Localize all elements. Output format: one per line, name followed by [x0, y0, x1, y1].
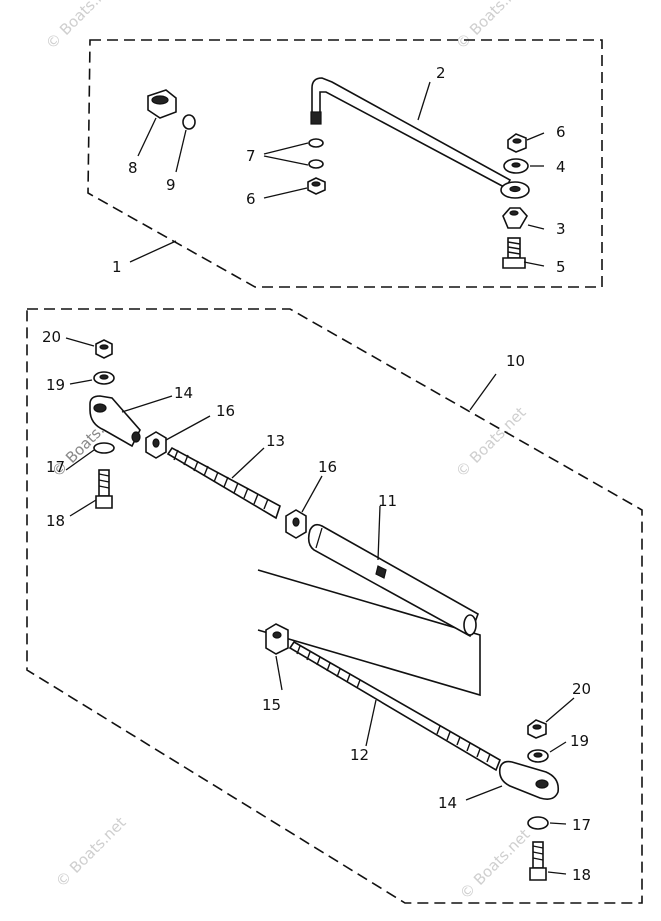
part-nut-20	[527, 719, 547, 739]
part-washer-19	[527, 749, 549, 763]
label-7: 7	[246, 147, 256, 165]
label-17: 17	[46, 458, 65, 476]
label-16: 16	[318, 458, 337, 476]
part-nut-6	[507, 133, 527, 153]
part-bolt-18	[95, 469, 113, 509]
part-tube-11	[307, 523, 479, 638]
label-16: 16	[216, 402, 235, 420]
part-collar-3	[502, 207, 528, 229]
watermark: © Boats.net	[452, 0, 530, 53]
part-washer-7	[308, 159, 324, 169]
label-1: 1	[112, 258, 122, 276]
label-18: 18	[46, 512, 65, 530]
inner-outline	[257, 569, 481, 697]
part-rod-2	[310, 77, 512, 190]
label-14: 14	[174, 384, 193, 402]
part-threaded-rod-13	[166, 446, 281, 520]
label-6: 6	[556, 123, 566, 141]
label-3: 3	[556, 220, 566, 238]
label-12: 12	[350, 746, 369, 764]
part-nut-8	[147, 89, 177, 119]
label-10: 10	[506, 352, 525, 370]
label-19: 19	[570, 732, 589, 750]
label-20: 20	[42, 328, 61, 346]
label-8: 8	[128, 159, 138, 177]
label-18: 18	[572, 866, 591, 884]
part-washer-4	[503, 158, 529, 174]
part-nut-16	[145, 431, 167, 459]
part-nut-20	[95, 339, 113, 359]
label-2: 2	[436, 64, 446, 82]
part-rod-12	[288, 640, 502, 772]
part-oring-9	[182, 114, 196, 130]
label-19: 19	[46, 376, 65, 394]
part-washer-7	[308, 138, 324, 148]
watermark: © Boats.net	[456, 825, 534, 903]
watermark: © Boats.net	[52, 813, 130, 891]
part-labels: 1 2 3 4 5 6 6 7 8 9 10 11 12 13 14 14 15…	[42, 64, 591, 884]
label-9: 9	[166, 176, 176, 194]
label-14: 14	[438, 794, 457, 812]
label-6: 6	[246, 190, 256, 208]
label-15: 15	[262, 696, 281, 714]
label-4: 4	[556, 158, 566, 176]
part-washer-19	[93, 371, 115, 385]
label-20: 20	[572, 680, 591, 698]
watermark: © Boats.net	[42, 0, 120, 53]
part-rod-end-14	[89, 395, 141, 448]
part-nut-6	[307, 177, 326, 195]
part-nut-15	[265, 623, 289, 655]
watermark: © Boats.net	[452, 403, 530, 481]
part-bolt-18	[529, 841, 547, 881]
part-washer-17	[93, 442, 115, 454]
assembly-box-10	[26, 308, 643, 904]
label-11: 11	[378, 492, 397, 510]
part-washer-17	[527, 816, 549, 830]
label-5: 5	[556, 258, 566, 276]
watermarks: © Boats.net © Boats.net © Boats.net © Bo…	[42, 0, 534, 903]
part-bolt-5	[502, 237, 526, 269]
part-ball-joint	[500, 181, 530, 199]
part-nut-16	[285, 509, 307, 539]
assembly-box-1	[87, 39, 603, 288]
label-17: 17	[572, 816, 591, 834]
leader-lines	[65, 81, 575, 875]
part-rod-end-14	[498, 760, 560, 800]
label-13: 13	[266, 432, 285, 450]
